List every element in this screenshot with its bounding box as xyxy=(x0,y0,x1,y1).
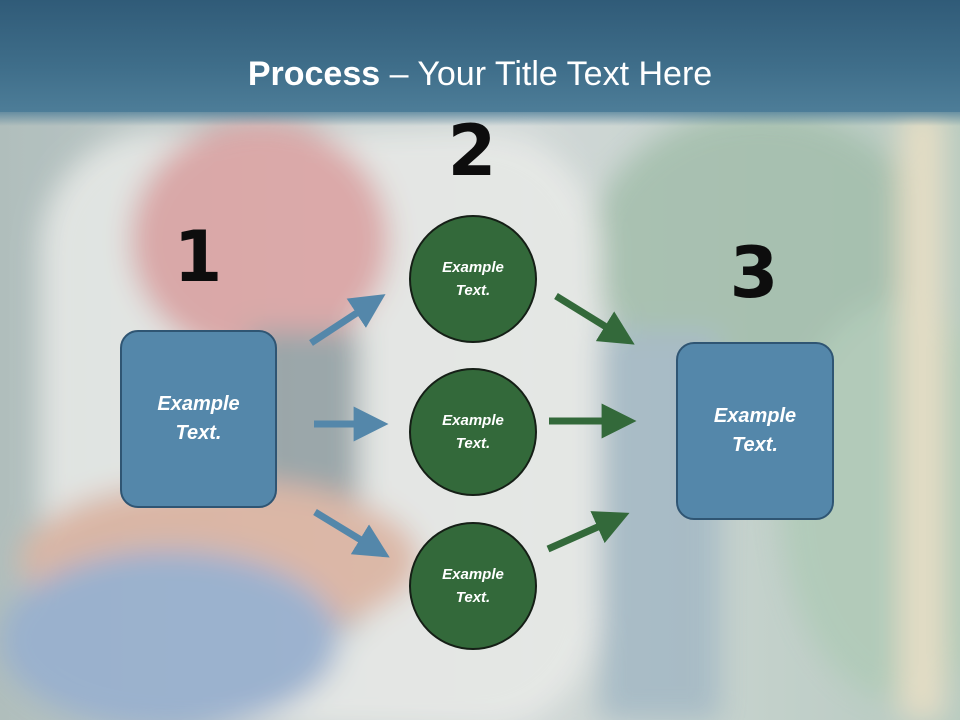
left-process-box: Example Text. xyxy=(120,330,277,508)
process-circle-middle: Example Text. xyxy=(409,368,537,496)
arrow-box-to-circle-top xyxy=(309,294,386,346)
step-number-3: 3 xyxy=(729,232,779,314)
title-rest-part: – Your Title Text Here xyxy=(380,55,713,93)
step-number-2: 2 xyxy=(447,110,497,192)
slide-title: Process – Your Title Text Here xyxy=(0,52,960,96)
title-bold-part: Process xyxy=(247,55,381,93)
title-bar xyxy=(0,0,960,126)
arrow-circle-top-to-box xyxy=(554,293,635,345)
arrow-box-to-circle-bottom xyxy=(313,509,390,558)
arrow-circle-bottom-to-box xyxy=(546,511,630,553)
process-circle-bottom: Example Text. xyxy=(409,522,537,650)
right-process-box: Example Text. xyxy=(676,342,834,520)
process-circle-top: Example Text. xyxy=(409,215,537,343)
step-number-1: 1 xyxy=(173,216,223,298)
